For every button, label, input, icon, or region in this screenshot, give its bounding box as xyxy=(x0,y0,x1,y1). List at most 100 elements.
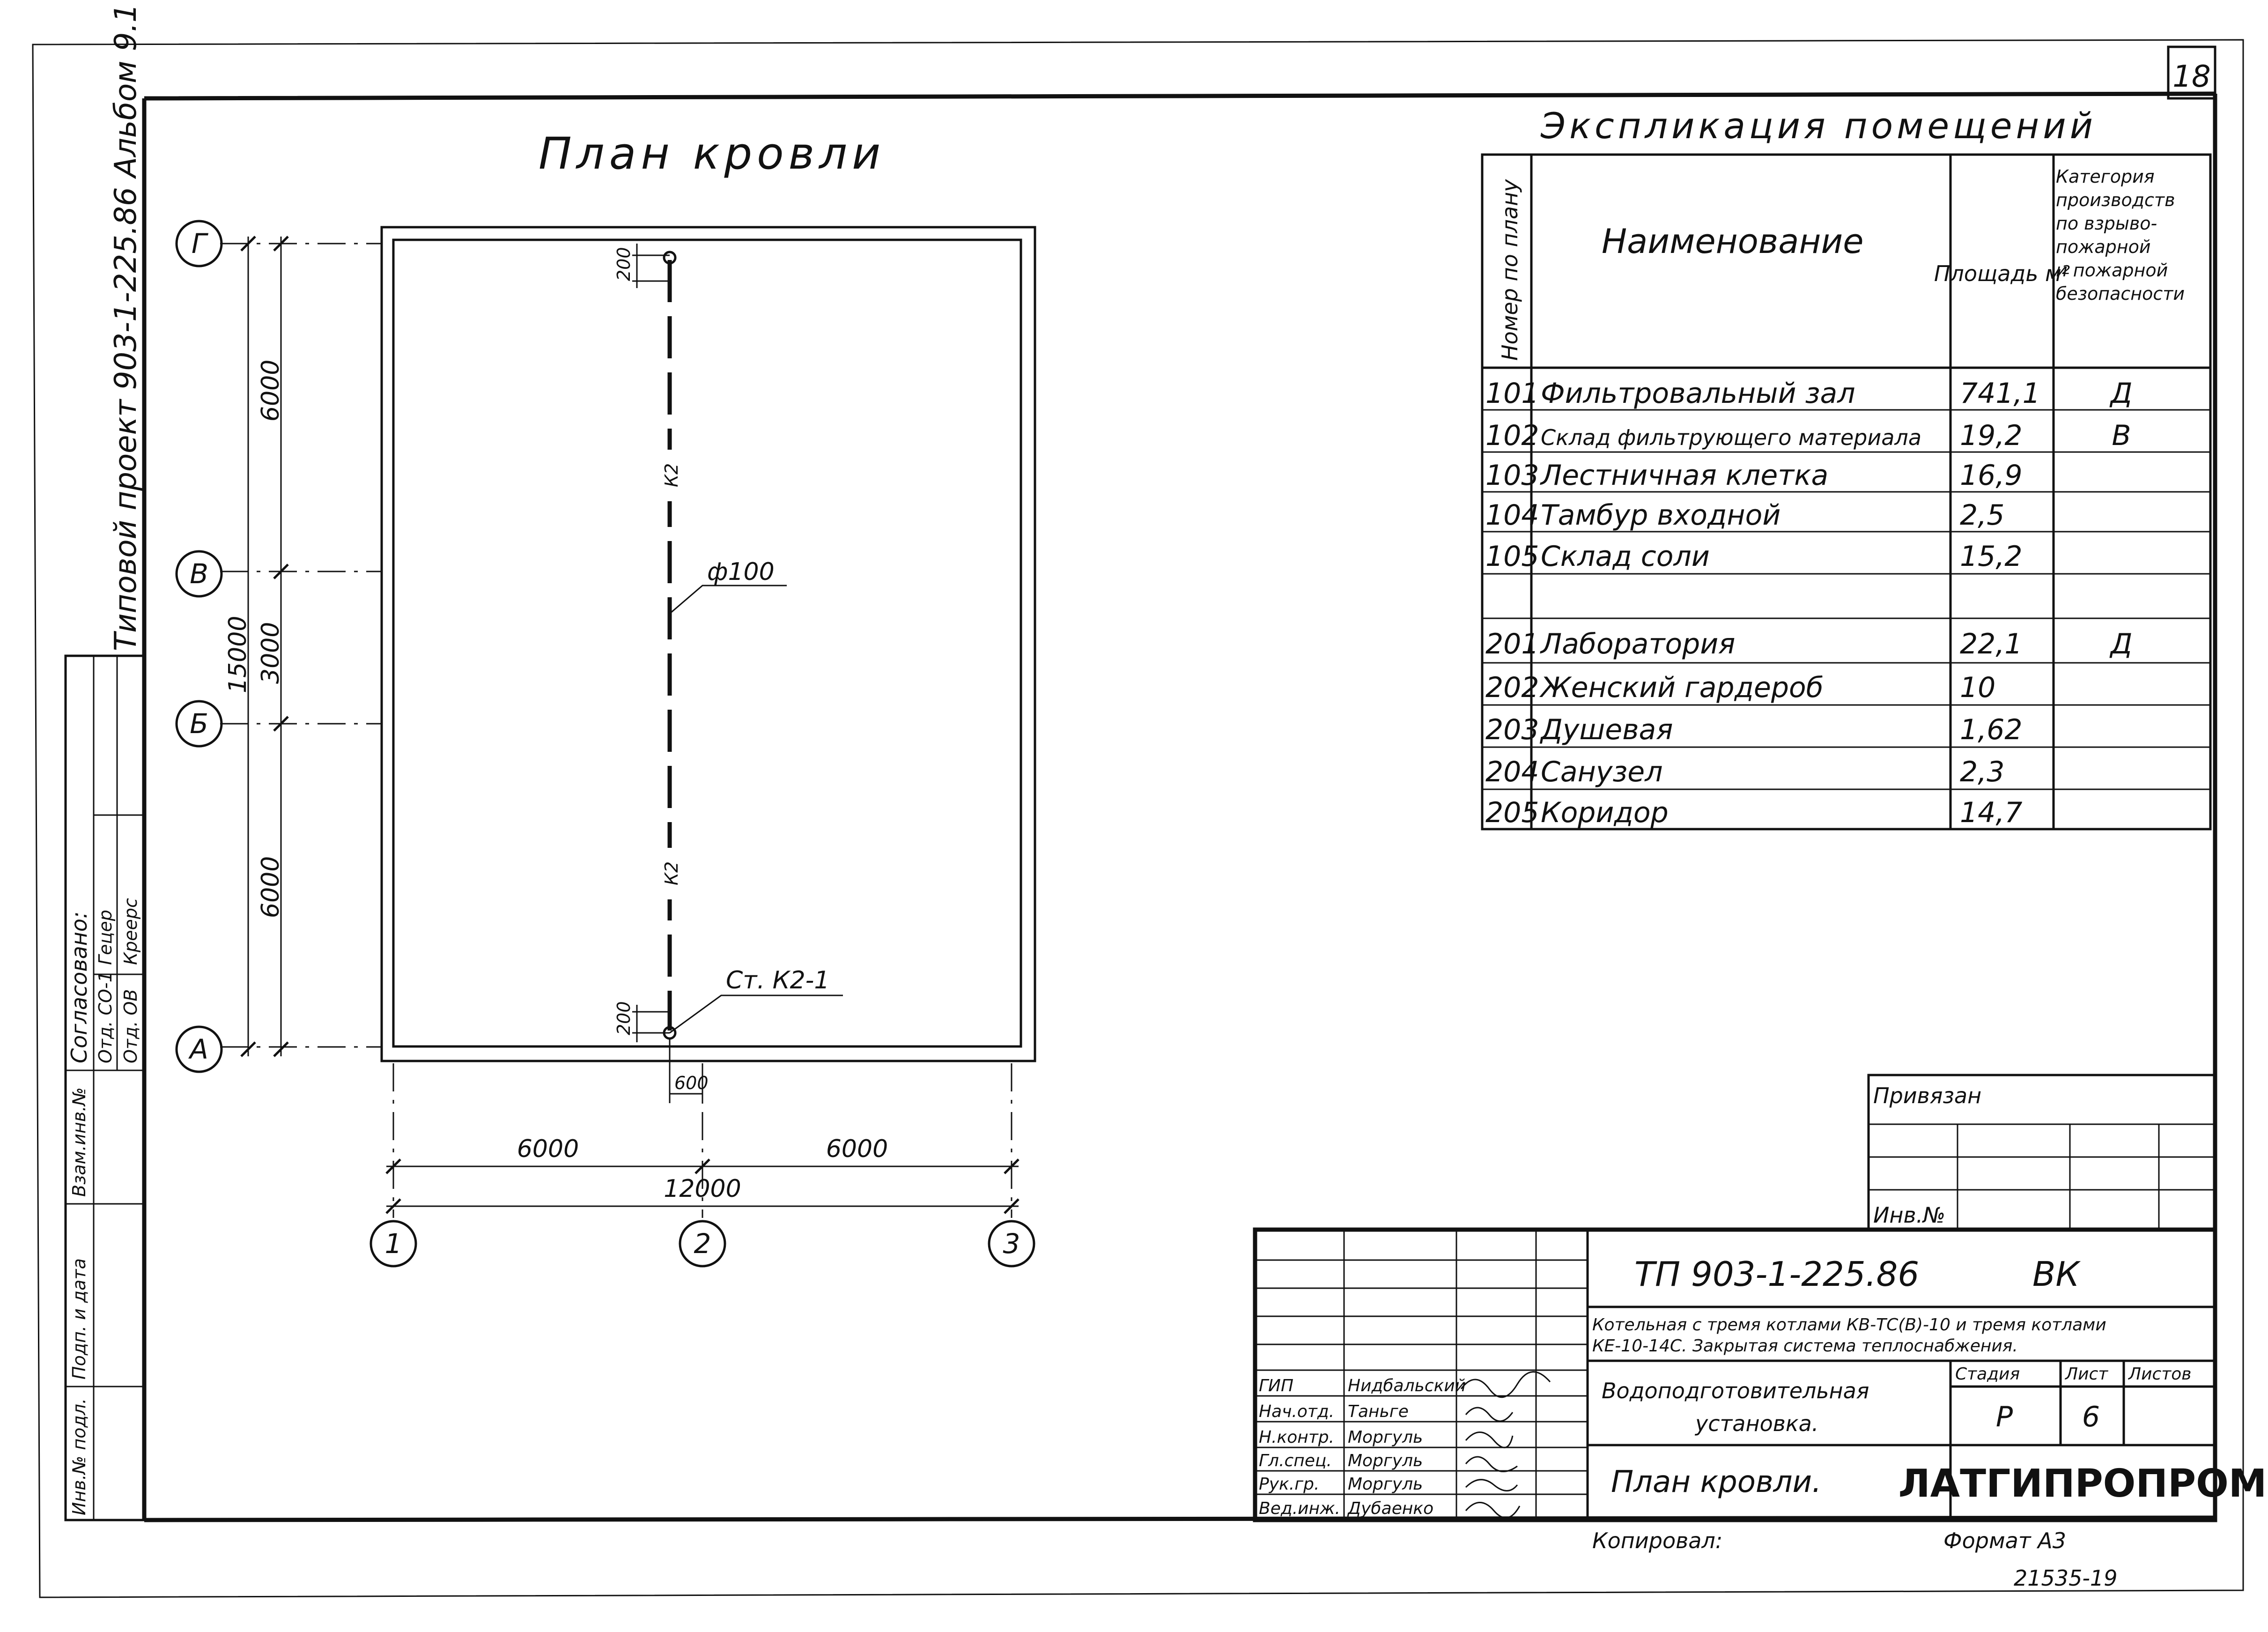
project-description-1: Котельная с тремя котлами КВ-ТС(В)-10 и … xyxy=(1592,1315,2106,1335)
approval-name-1: Гецер xyxy=(95,910,116,965)
row-num: 202 xyxy=(1485,671,1539,704)
header-num: Номер по плану xyxy=(1497,179,1522,361)
riser-label: Ст. К2-1 xyxy=(726,966,830,994)
row-name: Фильтровальный зал xyxy=(1541,377,1855,410)
offset-600: 600 xyxy=(674,1073,709,1093)
table-row: 201 Лаборатория 22,1 Д xyxy=(1485,628,2132,660)
approval-dept-1: Отд. СО-1 xyxy=(95,971,116,1063)
header-category-6: безопасности xyxy=(2056,283,2185,304)
row-name: Санузел xyxy=(1541,756,1663,788)
axis-bubble-1 xyxy=(369,1220,417,1268)
tied-label: Привязан xyxy=(1873,1083,1981,1108)
header-category-1: Категория xyxy=(2056,166,2155,187)
title-block: ТП 903-1-225.86 ВК Котельная с тремя кот… xyxy=(1253,1227,2267,1522)
row-name: Тамбур входной xyxy=(1541,499,1780,532)
row-name: Склад фильтрующего материала xyxy=(1541,425,1921,450)
sheet-name: План кровли. xyxy=(1611,1465,1821,1499)
project-code: ТП 903-1-225.86 xyxy=(1634,1254,1919,1294)
project-description-2: КЕ-10-14С. Закрытая система теплоснабжен… xyxy=(1592,1336,2018,1356)
row-name: Душевая xyxy=(1539,713,1673,746)
table-row: 202 Женский гардероб 10 xyxy=(1485,671,1995,704)
role-name: Таньге xyxy=(1348,1402,1409,1421)
vertical-dimension-lines xyxy=(247,237,282,1056)
stage-value: Р xyxy=(1996,1401,2013,1433)
role-label: Рук.гр. xyxy=(1259,1475,1319,1494)
row-area: 19,2 xyxy=(1960,419,2023,452)
diameter-leader xyxy=(669,585,787,615)
explication-rows xyxy=(1482,409,2210,790)
row-category: Д xyxy=(2109,628,2133,660)
table-row: 205 Коридор 14,7 xyxy=(1485,796,2023,829)
header-category-2: производств xyxy=(2056,190,2175,210)
role-name: Нидбальский xyxy=(1348,1376,1466,1395)
table-row: 101 Фильтровальный зал 741,1 Д xyxy=(1485,377,2132,410)
signature-grid xyxy=(1255,1230,1588,1520)
title-block-border xyxy=(1253,1227,2217,1522)
dim-v-6000-top: 6000 xyxy=(257,360,285,422)
pipe-diameter: ф100 xyxy=(707,558,775,586)
explication-table: Экспликация помещений Номер по плану Наи… xyxy=(1481,105,2212,831)
axis-bubble-3 xyxy=(988,1220,1035,1268)
riser-leader xyxy=(669,994,843,1034)
table-row: 103 Лестничная клетка 16,9 xyxy=(1485,459,2023,492)
row-num: 203 xyxy=(1485,713,1539,746)
dim-v-6000-bottom: 6000 xyxy=(257,856,285,918)
table-row: 102 Склад фильтрующего материала 19,2 В xyxy=(1485,419,2131,452)
tied-inv: Инв.№ xyxy=(1873,1202,1945,1228)
row-num: 205 xyxy=(1485,796,1539,829)
row-area: 741,1 xyxy=(1960,377,2040,410)
role-name: Моргуль xyxy=(1348,1451,1423,1470)
explication-title: Экспликация помещений xyxy=(1540,105,2097,147)
axis-label-g: Г xyxy=(192,228,209,260)
axis-bubble-g xyxy=(175,220,223,267)
row-name: Лаборатория xyxy=(1540,628,1735,660)
inner-frame xyxy=(142,91,2217,1522)
approval-dept-2: Отд. ОВ xyxy=(120,989,141,1063)
row-name: Лестничная клетка xyxy=(1540,459,1828,492)
header-name: Наименование xyxy=(1602,222,1864,261)
role-label: Нач.отд. xyxy=(1259,1402,1334,1421)
row-name: Коридор xyxy=(1541,796,1669,829)
pipe-label-k2-bottom: К2 xyxy=(661,861,682,885)
row-num: 101 xyxy=(1485,377,1539,410)
object-name-1: Водоподготовительная xyxy=(1602,1378,1869,1403)
row-num: 201 xyxy=(1485,628,1539,660)
header-category-4: пожарной xyxy=(2056,237,2151,257)
row-area: 15,2 xyxy=(1960,540,2023,573)
outer-border xyxy=(32,39,2244,1598)
table-row: 105 Склад соли 15,2 xyxy=(1485,540,2023,573)
sheet-value: 6 xyxy=(2082,1401,2100,1433)
title-block-grid xyxy=(1586,1230,2215,1520)
stamp-col-replace: Взам.инв.№ xyxy=(69,1087,89,1197)
row-area: 22,1 xyxy=(1960,628,2023,660)
row-area: 1,62 xyxy=(1960,713,2023,746)
axis-label-a: А xyxy=(188,1033,208,1065)
plan-title: План кровли xyxy=(539,128,885,179)
tied-grid xyxy=(1869,1123,2215,1230)
offset-200-bottom: 200 xyxy=(613,1001,634,1035)
dim-h-6000-right: 6000 xyxy=(826,1135,888,1163)
sheets-header: Листов xyxy=(2128,1365,2191,1384)
pipe-label-gap-1 xyxy=(658,450,681,501)
axis-bubble-b xyxy=(175,700,223,748)
header-area: Площадь м² xyxy=(1934,261,2070,286)
row-num: 102 xyxy=(1485,419,1539,452)
header-category-3: по взрыво- xyxy=(2056,213,2157,234)
row-area: 10 xyxy=(1960,671,1995,704)
roof-funnel-top xyxy=(663,251,677,265)
organization: ЛАТГИПРОПРОМ xyxy=(1899,1461,2267,1506)
row-area: 2,5 xyxy=(1960,499,2004,532)
row-name: Склад соли xyxy=(1541,540,1710,573)
offset-200-bottom-lines xyxy=(632,1005,670,1042)
roof-outline-outer xyxy=(380,226,1036,1062)
stage-header: Стадия xyxy=(1955,1365,2020,1384)
axis-label-1: 1 xyxy=(385,1228,402,1260)
axis-label-b: Б xyxy=(190,708,208,740)
row-num: 204 xyxy=(1485,756,1539,788)
sheet-header: Лист xyxy=(2064,1365,2108,1384)
object-name-2: установка. xyxy=(1694,1411,1818,1436)
tied-block: Привязан Инв.№ xyxy=(1867,1074,2216,1231)
axis-bubble-v xyxy=(175,550,223,598)
vertical-dimension-ticks xyxy=(240,236,289,1057)
row-area: 2,3 xyxy=(1960,756,2004,788)
